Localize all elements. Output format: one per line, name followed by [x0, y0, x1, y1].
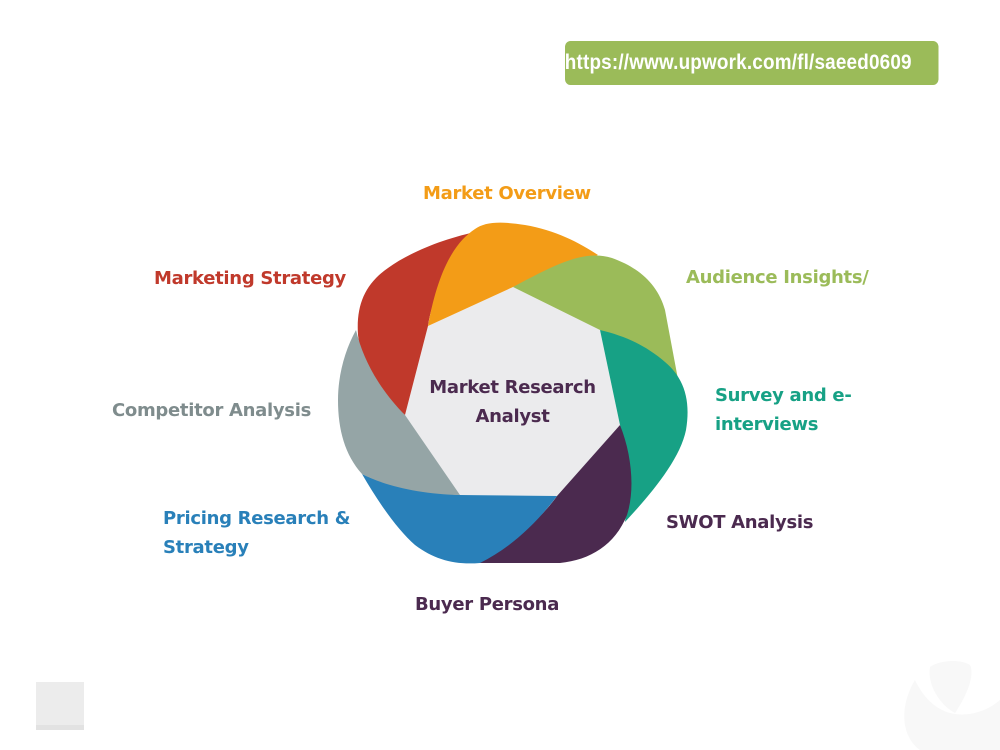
label-market-overview: Market Overview — [423, 183, 591, 204]
upwork-url-badge[interactable]: https://www.upwork.com/fl/saeed0609 — [565, 41, 939, 85]
center-title-line1: Market Research — [429, 377, 596, 398]
segment-pricing-research — [362, 474, 557, 564]
corner-placeholder-box — [36, 682, 84, 730]
label-pricing-research: Pricing Research & Strategy — [163, 504, 350, 562]
segment-market-overview — [428, 222, 598, 326]
segment-audience-insights — [513, 255, 680, 390]
segment-swot-analysis — [478, 425, 632, 563]
segment-marketing-strategy — [357, 231, 480, 415]
label-survey-interviews: Survey and e- interviews — [715, 381, 852, 439]
label-competitor-analysis: Competitor Analysis — [112, 400, 312, 421]
center-title-line2: Analyst — [475, 406, 550, 427]
label-marketing-strategy: Marketing Strategy — [154, 268, 346, 289]
watermark-logo-icon — [904, 661, 1000, 750]
center-hub — [405, 287, 620, 496]
label-buyer-persona: Buyer Persona — [415, 594, 560, 615]
label-swot-analysis: SWOT Analysis — [666, 512, 814, 533]
label-survey-line2: interviews — [715, 414, 819, 435]
segment-competitor-analysis — [338, 330, 460, 495]
label-audience-insights: Audience Insights/ — [686, 267, 869, 288]
label-pricing-line2: Strategy — [163, 537, 249, 558]
label-survey-line1: Survey and e- — [715, 385, 852, 406]
center-title: Market Research Analyst — [400, 373, 625, 431]
segment-survey-interviews — [600, 330, 688, 522]
label-pricing-line1: Pricing Research & — [163, 508, 351, 529]
